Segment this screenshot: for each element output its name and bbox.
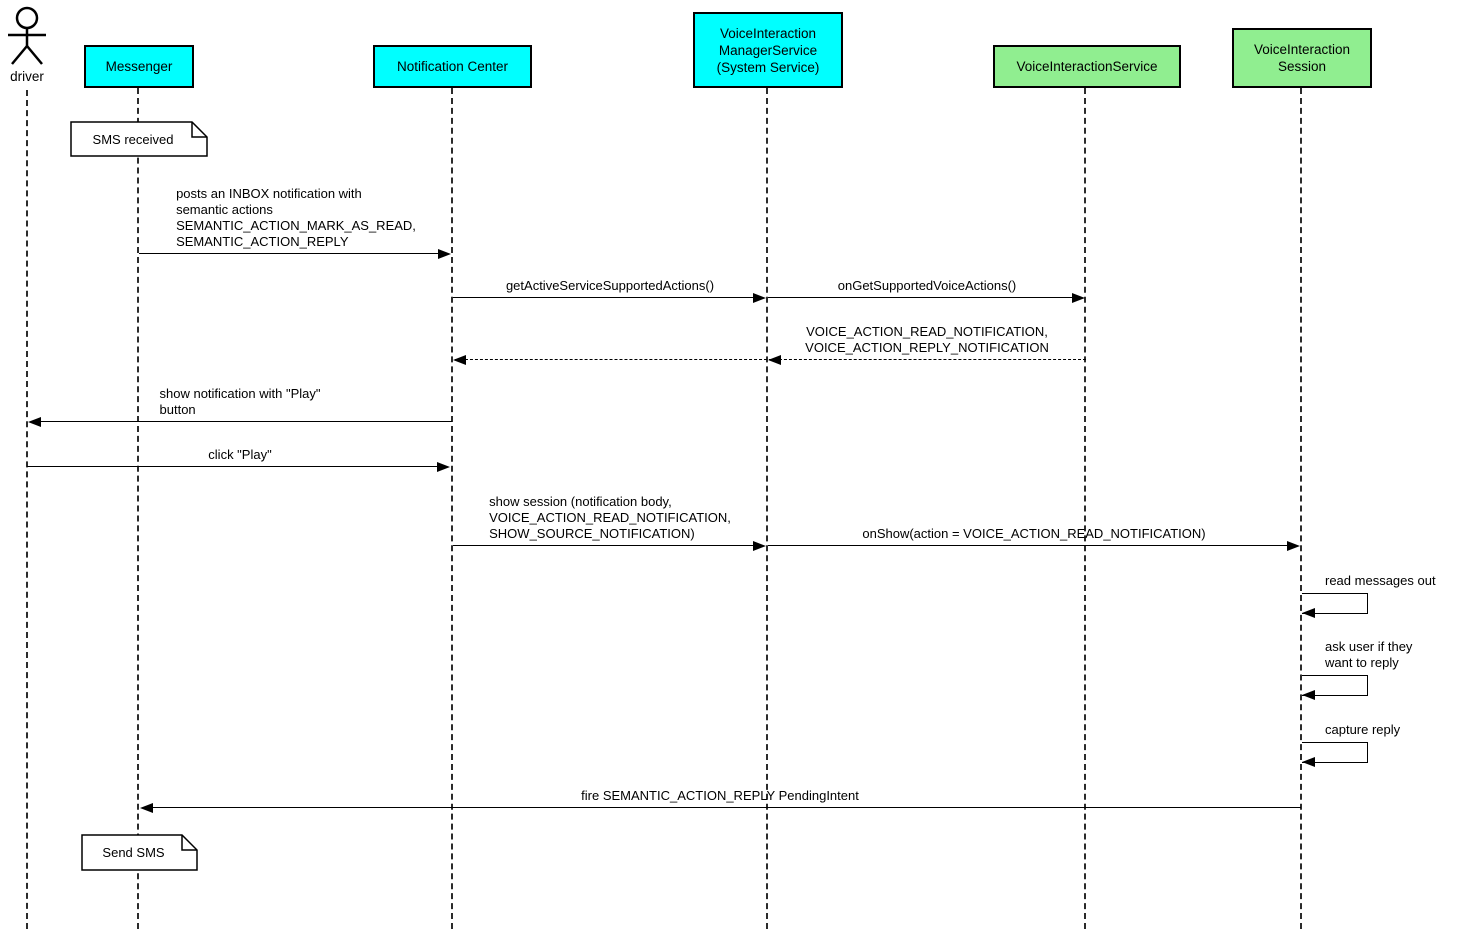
message-line-click-play	[27, 466, 438, 467]
message-label-get-active-service-supported-actions: getActiveServiceSupportedActions()	[505, 278, 715, 293]
self-message-label-ask-user-reply: ask user if they want to reply	[1325, 639, 1413, 670]
message-label-on-get-supported-voice-actions: onGetSupportedVoiceActions()	[837, 278, 1017, 293]
message-line-on-show	[768, 545, 1287, 546]
self-message-loop	[1302, 742, 1368, 763]
arrowhead-icon	[437, 462, 450, 472]
stick-figure-icon	[8, 6, 46, 65]
self-message-label-capture-reply: capture reply	[1325, 722, 1401, 737]
lifeline-driver	[26, 90, 28, 929]
message-label-on-show: onShow(action = VOICE_ACTION_READ_NOTIFI…	[862, 526, 1206, 541]
self-message-loop	[1302, 593, 1368, 614]
note-send-sms: Send SMS	[81, 834, 198, 871]
arrowhead-icon	[753, 293, 766, 303]
note-send-sms-text: Send SMS	[102, 845, 165, 860]
note-sms-received: SMS received	[70, 121, 208, 157]
message-line-on-get-supported-voice-actions	[768, 297, 1072, 298]
lifeline-messenger	[137, 88, 139, 929]
actor-driver-label: driver	[10, 69, 44, 84]
arrowhead-icon	[768, 355, 781, 365]
arrowhead-icon	[1302, 608, 1315, 618]
message-label-show-notification-play: show notification with "Play" button	[159, 386, 321, 417]
arrowhead-icon	[28, 417, 41, 427]
participant-messenger: Messenger	[84, 45, 194, 88]
message-label-fire-semantic-action-reply: fire SEMANTIC_ACTION_REPLY PendingIntent	[581, 788, 859, 803]
lifeline-voice-interaction-manager-service	[766, 88, 768, 929]
note-shape-icon	[70, 121, 208, 157]
message-label-posts-inbox-notification: posts an INBOX notification with semanti…	[176, 186, 416, 249]
message-line-get-active-service-supported-actions	[453, 297, 753, 298]
message-label-show-session: show session (notification body, VOICE_A…	[489, 494, 731, 541]
arrowhead-icon	[438, 249, 451, 259]
self-message-loop	[1302, 675, 1368, 696]
participant-notification-center: Notification Center	[373, 45, 532, 88]
actor-driver-figure	[0, 6, 56, 68]
self-message-label-read-messages-out: read messages out	[1325, 573, 1436, 588]
message-label-click-play: click "Play"	[208, 447, 272, 462]
message-label-voice-action-return: VOICE_ACTION_READ_NOTIFICATION, VOICE_AC…	[805, 324, 1049, 355]
participant-voice-interaction-manager-service: VoiceInteraction ManagerService (System …	[693, 12, 843, 88]
lifeline-voice-interaction-session	[1300, 88, 1302, 929]
arrowhead-icon	[140, 803, 153, 813]
message-line-fire-semantic-action-reply	[152, 807, 1301, 808]
arrowhead-icon	[1287, 541, 1300, 551]
participant-voice-interaction-service: VoiceInteractionService	[993, 45, 1181, 88]
message-line-show-notification-play	[40, 421, 452, 422]
arrowhead-icon	[1302, 757, 1315, 767]
arrowhead-icon	[453, 355, 466, 365]
message-line-show-session	[453, 545, 753, 546]
arrowhead-icon	[753, 541, 766, 551]
participant-voice-interaction-session: VoiceInteraction Session	[1232, 28, 1372, 88]
lifeline-notification-center	[451, 88, 453, 929]
arrowhead-icon	[1072, 293, 1085, 303]
lifeline-voice-interaction-service	[1084, 88, 1086, 929]
note-shape-icon	[81, 834, 198, 871]
note-sms-received-text: SMS received	[92, 131, 174, 147]
message-line-posts-inbox-notification	[139, 253, 440, 254]
arrowhead-icon	[1302, 690, 1315, 700]
